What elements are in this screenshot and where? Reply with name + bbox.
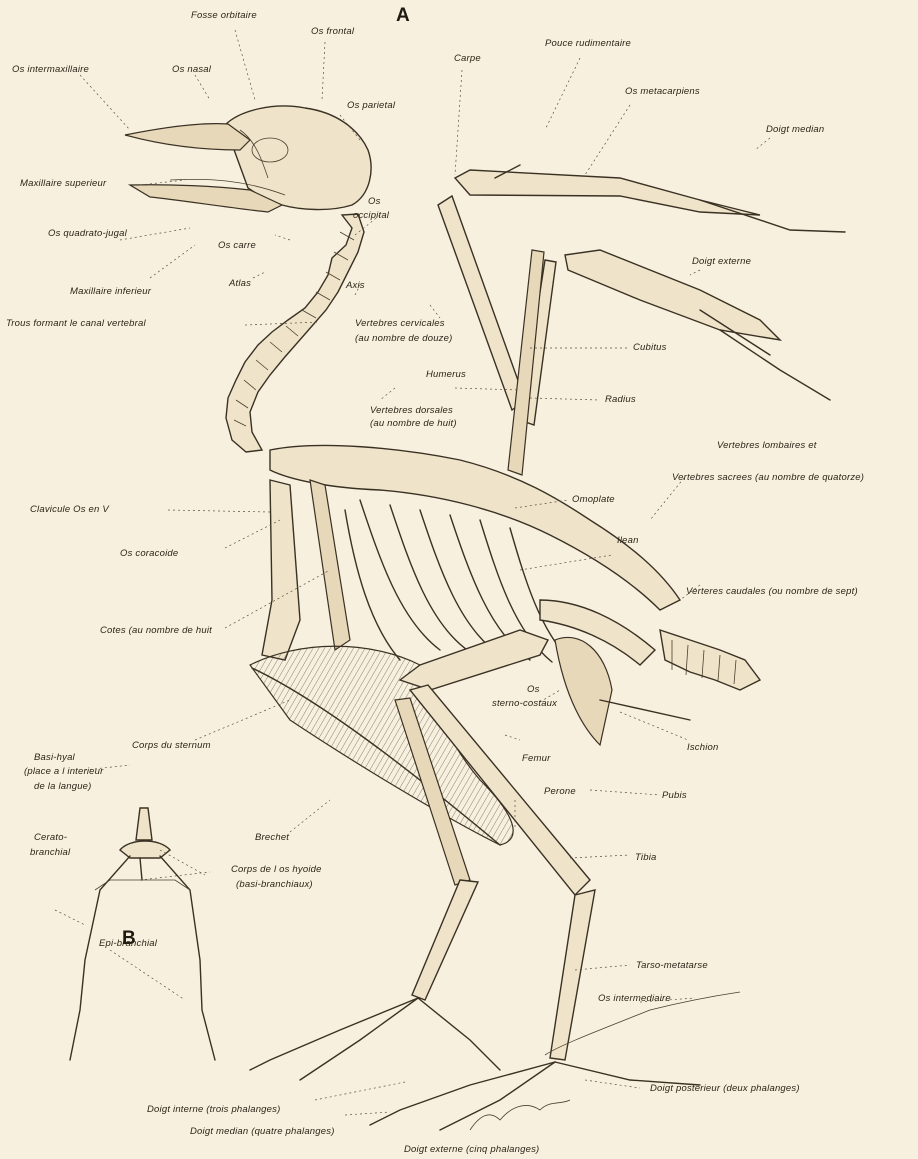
hyoid-inset — [70, 808, 215, 1060]
label-os-intermaxillaire: Os intermaxillaire — [12, 64, 89, 75]
label-vert-caudales: Verteres caudales (ou nombre de sept) — [686, 586, 858, 597]
label-carpe: Carpe — [454, 53, 481, 64]
label-corps-sternum: Corps du sternum — [132, 740, 211, 751]
label-basi-hyal-2: (place a l interieur — [24, 766, 104, 777]
label-cerato-1: Cerato- — [34, 832, 67, 843]
artist-signature — [470, 1100, 570, 1130]
label-clavicule: Clavicule Os en V — [30, 504, 109, 515]
label-cotes: Cotes (au nombre de huit — [100, 625, 212, 636]
label-radius: Radius — [605, 394, 636, 405]
label-pouce-rudimentaire: Pouce rudimentaire — [545, 38, 631, 49]
label-cerato-2: branchial — [30, 847, 70, 858]
label-os-sterno-2: sterno-costaux — [492, 698, 557, 709]
label-doigt-externe-pied: Doigt externe (cinq phalanges) — [404, 1144, 539, 1155]
label-os-coracoide: Os coracoide — [120, 548, 178, 559]
label-doigt-posterieur: Doigt posterieur (deux phalanges) — [650, 1083, 800, 1094]
label-cubitus: Cubitus — [633, 342, 667, 353]
label-os-metacarpiens: Os metacarpiens — [625, 86, 700, 97]
label-femur: Femur — [522, 753, 550, 764]
label-vert-dorsales-2: (au nombre de huit) — [370, 418, 457, 429]
label-axis: Axis — [346, 280, 365, 291]
label-os-parietal: Os parietal — [347, 100, 395, 111]
label-os-quadrato-jugal: Os quadrato-jugal — [48, 228, 127, 239]
label-vert-dorsales-1: Vertebres dorsales — [370, 405, 453, 416]
label-vert-cervicales-1: Vertebres cervicales — [355, 318, 445, 329]
label-os-frontal: Os frontal — [311, 26, 354, 37]
label-doigt-median-pied: Doigt median (quatre phalanges) — [190, 1126, 335, 1137]
label-corps-hyoide-2: (basi-branchiaux) — [236, 879, 313, 890]
label-tarso-metatarse: Tarso-metatarse — [636, 960, 708, 971]
label-epi-branchial: Epi-branchial — [99, 938, 157, 949]
label-doigt-externe: Doigt externe — [692, 256, 751, 267]
label-omoplate: Omoplate — [572, 494, 615, 505]
label-ilean: Ilean — [617, 535, 639, 546]
label-trous-canal: Trous formant le canal vertebral — [6, 318, 146, 329]
label-tibia: Tibia — [635, 852, 657, 863]
label-doigt-median: Doigt median — [766, 124, 824, 135]
label-vert-lombaires: Vertebres lombaires et — [717, 440, 817, 451]
label-humerus: Humerus — [426, 369, 466, 380]
skull — [125, 106, 371, 212]
label-os-occipital-2: occipital — [353, 210, 389, 221]
label-os-carre: Os carre — [218, 240, 256, 251]
label-fosse-orbitaire: Fosse orbitaire — [191, 10, 257, 21]
label-os-intermediaire: Os intermediaire — [598, 993, 671, 1004]
label-os-occipital-1: Os — [368, 196, 381, 207]
figure-letter-a: A — [396, 5, 410, 27]
label-pubis: Pubis — [662, 790, 687, 801]
label-vert-sacrees: Vertebres sacrees (au nombre de quatorze… — [672, 472, 864, 483]
label-doigt-interne: Doigt interne (trois phalanges) — [147, 1104, 280, 1115]
label-maxillaire-superieur: Maxillaire superieur — [20, 178, 106, 189]
label-perone: Perone — [544, 786, 576, 797]
label-maxillaire-inferieur: Maxillaire inferieur — [70, 286, 151, 297]
label-basi-hyal-3: de la langue) — [34, 781, 92, 792]
label-brechet: Brechet — [255, 832, 289, 843]
label-ischion: Ischion — [687, 742, 719, 753]
label-atlas: Atlas — [229, 278, 251, 289]
wing — [438, 165, 845, 475]
label-os-nasal: Os nasal — [172, 64, 211, 75]
label-basi-hyal-1: Basi-hyal — [34, 752, 75, 763]
label-vert-cervicales-2: (au nombre de douze) — [355, 333, 452, 344]
label-os-sterno-1: Os — [527, 684, 540, 695]
label-corps-hyoide-1: Corps de l os hyoide — [231, 864, 322, 875]
